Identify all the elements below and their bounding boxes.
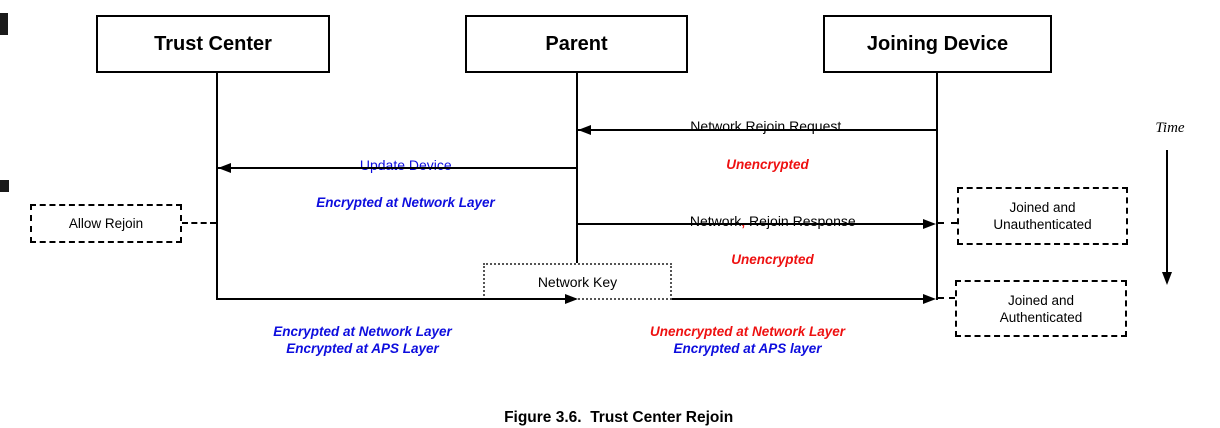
network-rejoin-request-line <box>578 129 938 131</box>
trust-center-lifeline <box>216 73 218 300</box>
network-rejoin-request-note: Unencrypted <box>726 157 809 172</box>
time-axis-line <box>1166 150 1168 274</box>
network-key-box: Network Key <box>483 263 672 300</box>
network-rejoin-request-arrowhead-icon <box>578 125 591 135</box>
actor-parent: Parent <box>465 15 688 73</box>
network-key-label: Network Key <box>537 273 618 290</box>
update-device-label: Update Device <box>359 157 452 173</box>
allow-rejoin-connector <box>182 222 216 224</box>
actor-joining-device: Joining Device <box>823 15 1052 73</box>
network-rejoin-response-label: Network, Rejoin Response <box>689 213 856 229</box>
network-key-right-note-line1: Unencrypted at Network Layer <box>649 324 846 339</box>
joined-authenticated-connector <box>938 297 955 299</box>
network-key-arrowhead-joining-icon <box>923 294 936 304</box>
red-comma-mark: , <box>741 213 746 229</box>
scan-artifact-top <box>0 13 8 35</box>
network-rejoin-response-line <box>576 223 923 225</box>
allow-rejoin-box: Allow Rejoin <box>30 204 182 243</box>
joining-device-lifeline <box>936 73 938 300</box>
allow-rejoin-label: Allow Rejoin <box>68 216 144 231</box>
network-key-arrowhead-parent-icon <box>565 294 578 304</box>
network-key-line-right <box>672 298 923 300</box>
network-key-line-left <box>216 298 565 300</box>
network-key-left-note-line1: Encrypted at Network Layer <box>273 324 452 339</box>
update-device-line <box>218 167 576 169</box>
figure-caption: Figure 3.6. Trust Center Rejoin <box>504 409 734 426</box>
actor-trust-center: Trust Center <box>96 15 330 73</box>
time-axis-label: Time <box>1155 120 1185 136</box>
network-rejoin-response-arrowhead-icon <box>923 219 936 229</box>
joined-unauthenticated-connector <box>938 222 957 224</box>
actor-trust-center-label: Trust Center <box>154 32 272 55</box>
network-key-left-note-line2: Encrypted at APS Layer <box>286 341 439 356</box>
time-axis-arrowhead-icon <box>1162 272 1172 285</box>
scan-artifact-middle <box>0 180 9 192</box>
actor-parent-label: Parent <box>545 32 608 55</box>
joined-unauthenticated-box: Joined and Unauthenticated <box>957 187 1128 245</box>
network-key-right-note-line2: Encrypted at APS layer <box>673 341 822 356</box>
update-device-arrowhead-icon <box>218 163 231 173</box>
network-rejoin-response-note: Unencrypted <box>731 252 814 267</box>
joined-authenticated-box: Joined and Authenticated <box>955 280 1127 337</box>
parent-lifeline <box>576 73 578 265</box>
update-device-note: Encrypted at Network Layer <box>316 195 495 210</box>
actor-joining-device-label: Joining Device <box>866 32 1009 55</box>
